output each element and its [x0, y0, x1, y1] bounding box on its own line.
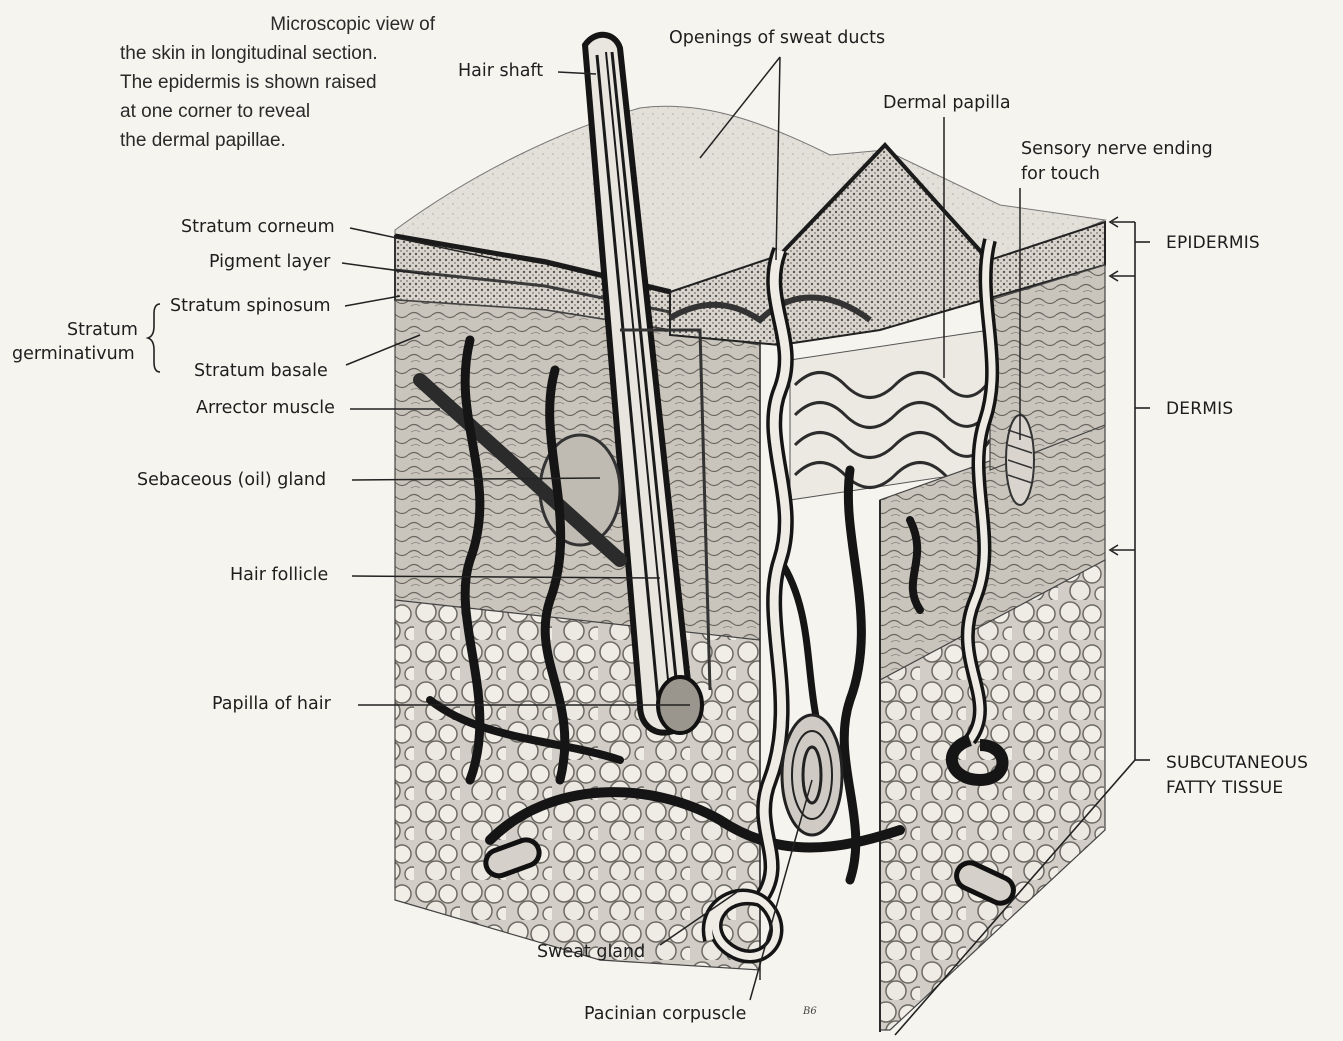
label-dermal-papilla: Dermal papilla — [883, 95, 1011, 113]
caption-line: the skin in longitudinal section. — [120, 39, 435, 68]
label-stratum-basale: Stratum basale — [194, 363, 328, 381]
label-openings-of-sweat-ducts: Openings of sweat ducts — [669, 30, 885, 48]
label-stratum-germinativum-line2: germinativum — [12, 346, 135, 364]
label-stratum-germinativum-line1: Stratum — [67, 322, 138, 340]
label-stratum-corneum: Stratum corneum — [181, 219, 335, 237]
germinativum-brace — [148, 304, 160, 372]
caption-line: The epidermis is shown raised — [120, 68, 435, 97]
label-sensory-nerve-ending-line1: Sensory nerve ending — [1021, 141, 1213, 159]
caption-line: Microscopic view of — [120, 10, 435, 39]
label-sebaceous-gland: Sebaceous (oil) gland — [137, 472, 326, 490]
pacinian-corpuscle — [782, 715, 842, 835]
label-arrector-muscle: Arrector muscle — [196, 400, 335, 418]
zone-label-subcutaneous-line1: SUBCUTANEOUS — [1166, 752, 1308, 775]
label-sensory-nerve-ending-line2: for touch — [1021, 166, 1100, 184]
label-hair-follicle: Hair follicle — [230, 567, 328, 585]
caption-line: the dermal papillae. — [120, 126, 435, 155]
zone-label-dermis: DERMIS — [1166, 398, 1233, 421]
artist-signature: B6 — [803, 1006, 817, 1017]
label-stratum-spinosum: Stratum spinosum — [170, 298, 331, 316]
zone-label-subcutaneous-line2: FATTY TISSUE — [1166, 777, 1283, 800]
figure-caption: Microscopic view of the skin in longitud… — [120, 10, 435, 155]
caption-line: at one corner to reveal — [120, 97, 435, 126]
label-papilla-of-hair: Papilla of hair — [212, 696, 331, 714]
label-pigment-layer: Pigment layer — [209, 254, 330, 272]
label-sweat-gland: Sweat gland — [537, 944, 645, 962]
zone-label-epidermis: EPIDERMIS — [1166, 232, 1260, 255]
label-pacinian-corpuscle: Pacinian corpuscle — [584, 1006, 746, 1024]
label-hair-shaft: Hair shaft — [458, 63, 543, 81]
